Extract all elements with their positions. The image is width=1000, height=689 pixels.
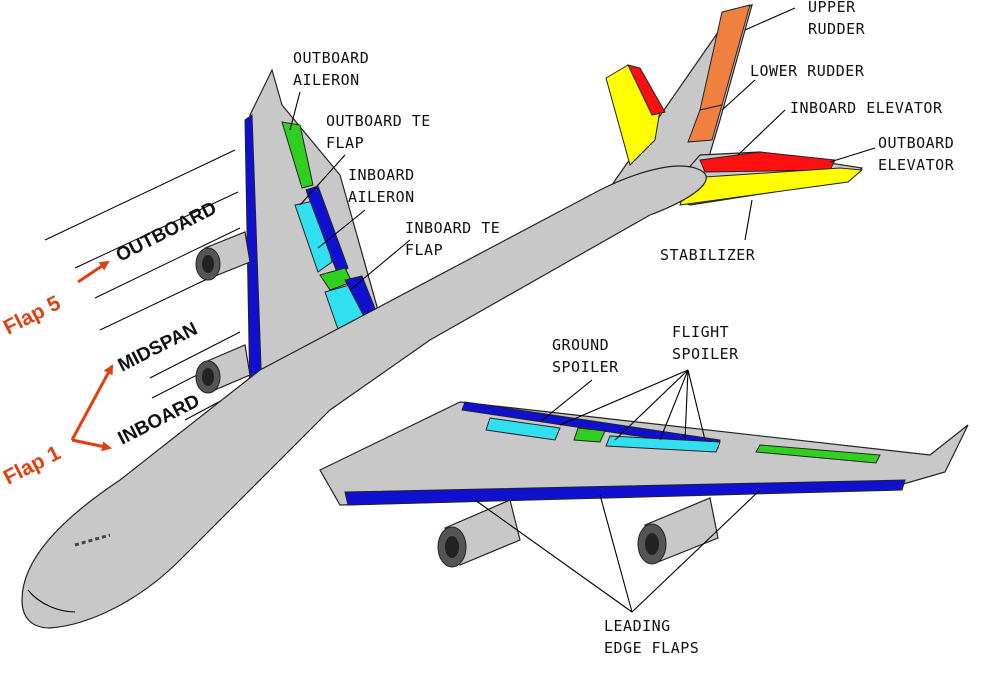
svg-text:UPPER: UPPER (808, 0, 856, 16)
near-wing (319, 401, 969, 568)
svg-text:INBOARD: INBOARD (348, 166, 415, 184)
svg-text:LOWER RUDDER: LOWER RUDDER (750, 62, 865, 80)
flap-1-arrow-midspan (70, 364, 114, 441)
svg-text:FLIGHT: FLIGHT (672, 323, 729, 341)
label-inboard-te-flap: INBOARD TE FLAP (405, 219, 500, 259)
svg-text:OUTBOARD: OUTBOARD (878, 134, 954, 152)
svg-text:ELEVATOR: ELEVATOR (878, 156, 955, 174)
svg-text:STABILIZER: STABILIZER (660, 246, 756, 264)
svg-text:SPOILER: SPOILER (552, 358, 619, 376)
label-stabilizer: STABILIZER (660, 246, 756, 264)
leader-lines (289, 7, 876, 613)
flap-1-arrow-inboard (71, 438, 112, 452)
section-midspan: MIDSPAN (115, 319, 201, 377)
svg-text:OUTBOARD: OUTBOARD (293, 49, 369, 67)
label-ground-spoiler: GROUND SPOILER (552, 336, 619, 376)
svg-text:INBOARD ELEVATOR: INBOARD ELEVATOR (790, 99, 943, 117)
label-inboard-elevator: INBOARD ELEVATOR (790, 99, 943, 117)
flap-5-label: Flap 5 (0, 291, 65, 339)
label-inboard-aileron: INBOARD AILERON (348, 166, 415, 206)
flap-1-label: Flap 1 (0, 441, 65, 489)
label-flight-spoiler: FLIGHT SPOILER (672, 323, 739, 363)
label-upper-rudder: UPPER RUDDER (808, 0, 866, 38)
label-leading-edge-flaps: LEADING EDGE FLAPS (604, 617, 699, 657)
svg-text:FLAP: FLAP (405, 241, 443, 259)
label-lower-rudder: LOWER RUDDER (750, 62, 865, 80)
fuselage (21, 165, 707, 629)
label-outboard-te-flap: OUTBOARD TE FLAP (326, 112, 431, 152)
svg-text:AILERON: AILERON (293, 71, 360, 89)
svg-text:RUDDER: RUDDER (808, 20, 866, 38)
svg-text:AILERON: AILERON (348, 188, 415, 206)
svg-text:LEADING: LEADING (604, 617, 671, 635)
svg-text:OUTBOARD TE: OUTBOARD TE (326, 112, 431, 130)
svg-text:GROUND: GROUND (552, 336, 609, 354)
flap-5-arrow (77, 260, 110, 284)
label-outboard-aileron: OUTBOARD AILERON (293, 49, 369, 89)
svg-text:INBOARD TE: INBOARD TE (405, 219, 500, 237)
label-outboard-elevator: OUTBOARD ELEVATOR (878, 134, 955, 174)
svg-text:SPOILER: SPOILER (672, 345, 739, 363)
svg-text:FLAP: FLAP (326, 134, 364, 152)
svg-text:EDGE FLAPS: EDGE FLAPS (604, 639, 699, 657)
